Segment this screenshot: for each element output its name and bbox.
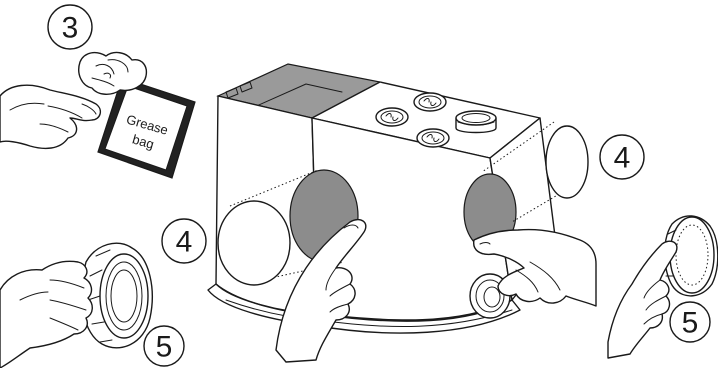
vent-port bbox=[456, 111, 496, 133]
hand-top-tearing bbox=[79, 53, 147, 95]
step-5-right-number: 5 bbox=[682, 307, 699, 340]
hand-right-holding-cap bbox=[608, 241, 677, 358]
step-3-number: 3 bbox=[62, 12, 79, 45]
step-4-right-number: 4 bbox=[614, 142, 631, 175]
step-5-right-callout: 5 bbox=[670, 302, 710, 342]
outlet-2 bbox=[414, 93, 446, 111]
step-5-left-callout: 5 bbox=[144, 326, 184, 366]
seal-right bbox=[546, 126, 588, 198]
seal-left bbox=[218, 201, 290, 285]
cap-left bbox=[82, 243, 153, 348]
outlet-1 bbox=[376, 108, 408, 126]
hand-left-holding-cap bbox=[0, 261, 92, 368]
step-4-left-callout: 4 bbox=[162, 219, 206, 263]
step-4-left-number: 4 bbox=[176, 226, 193, 259]
step-5-left-number: 5 bbox=[156, 331, 173, 364]
step-3-callout: 3 bbox=[48, 5, 92, 49]
step-4-right-callout: 4 bbox=[600, 135, 644, 179]
hand-left-holding bbox=[0, 85, 100, 148]
outlet-3 bbox=[417, 129, 449, 147]
